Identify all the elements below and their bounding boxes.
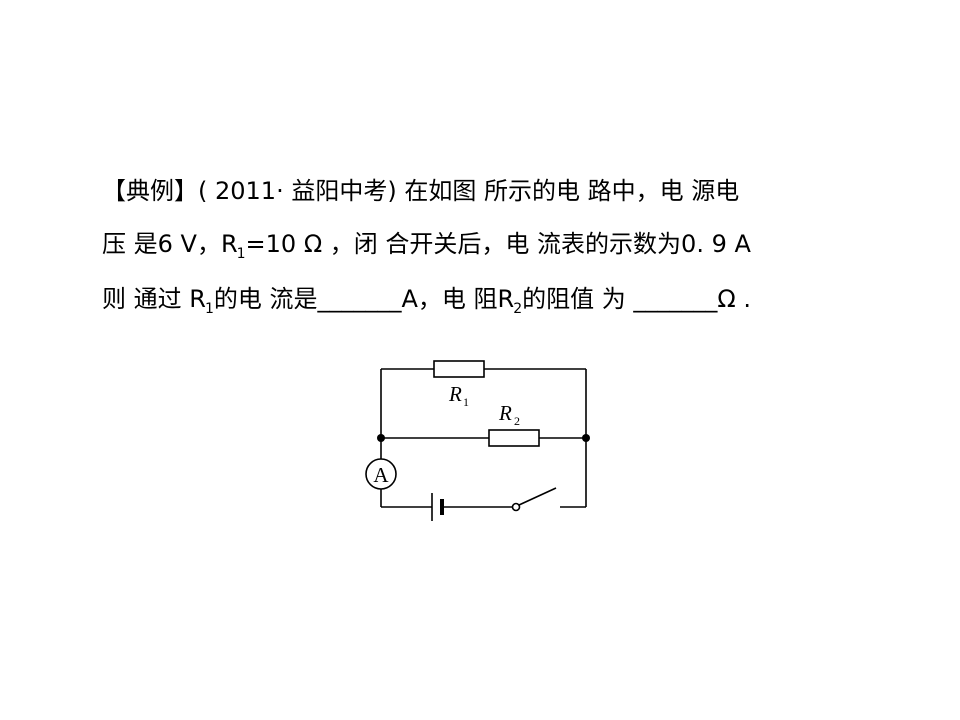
problem-line-3: 则 通过 R1的电 流是_______A，电 阻R2的阻值 为 _______Ω… — [102, 284, 751, 317]
subscript: 2 — [513, 301, 523, 317]
subscript: 1 — [204, 301, 214, 317]
r1-label: R — [448, 382, 462, 406]
switch-arm — [518, 487, 557, 506]
ammeter-label: A — [373, 463, 389, 487]
problem-text: 的电 流是_______A，电 阻R — [213, 285, 515, 313]
switch-pivot — [511, 502, 521, 512]
ammeter-icon — [365, 458, 397, 490]
subscript: 1 — [236, 246, 246, 262]
problem-text: =10 Ω ，闭 合开关后，电 流表的示数为0. 9 A — [245, 230, 751, 258]
r1-subscript: 1 — [463, 395, 469, 409]
resistor-r2 — [488, 429, 540, 447]
r2-subscript: 2 — [514, 414, 520, 428]
resistor-r1 — [433, 360, 485, 378]
problem-text: 的阻值 为 _______Ω . — [522, 285, 751, 313]
junction-dot — [582, 434, 590, 442]
problem-text: 【典例】( 2011· 益阳中考) 在如图 所示的电 路中，电 源电 — [102, 177, 740, 205]
junction-dot — [377, 434, 385, 442]
problem-text: 压 是6 V，R — [102, 230, 238, 258]
problem-text: 则 通过 R — [102, 285, 206, 313]
r2-label: R — [498, 401, 512, 425]
problem-line-1: 【典例】( 2011· 益阳中考) 在如图 所示的电 路中，电 源电 — [102, 176, 739, 206]
problem-line-2: 压 是6 V，R1=10 Ω ，闭 合开关后，电 流表的示数为0. 9 A — [102, 229, 751, 262]
